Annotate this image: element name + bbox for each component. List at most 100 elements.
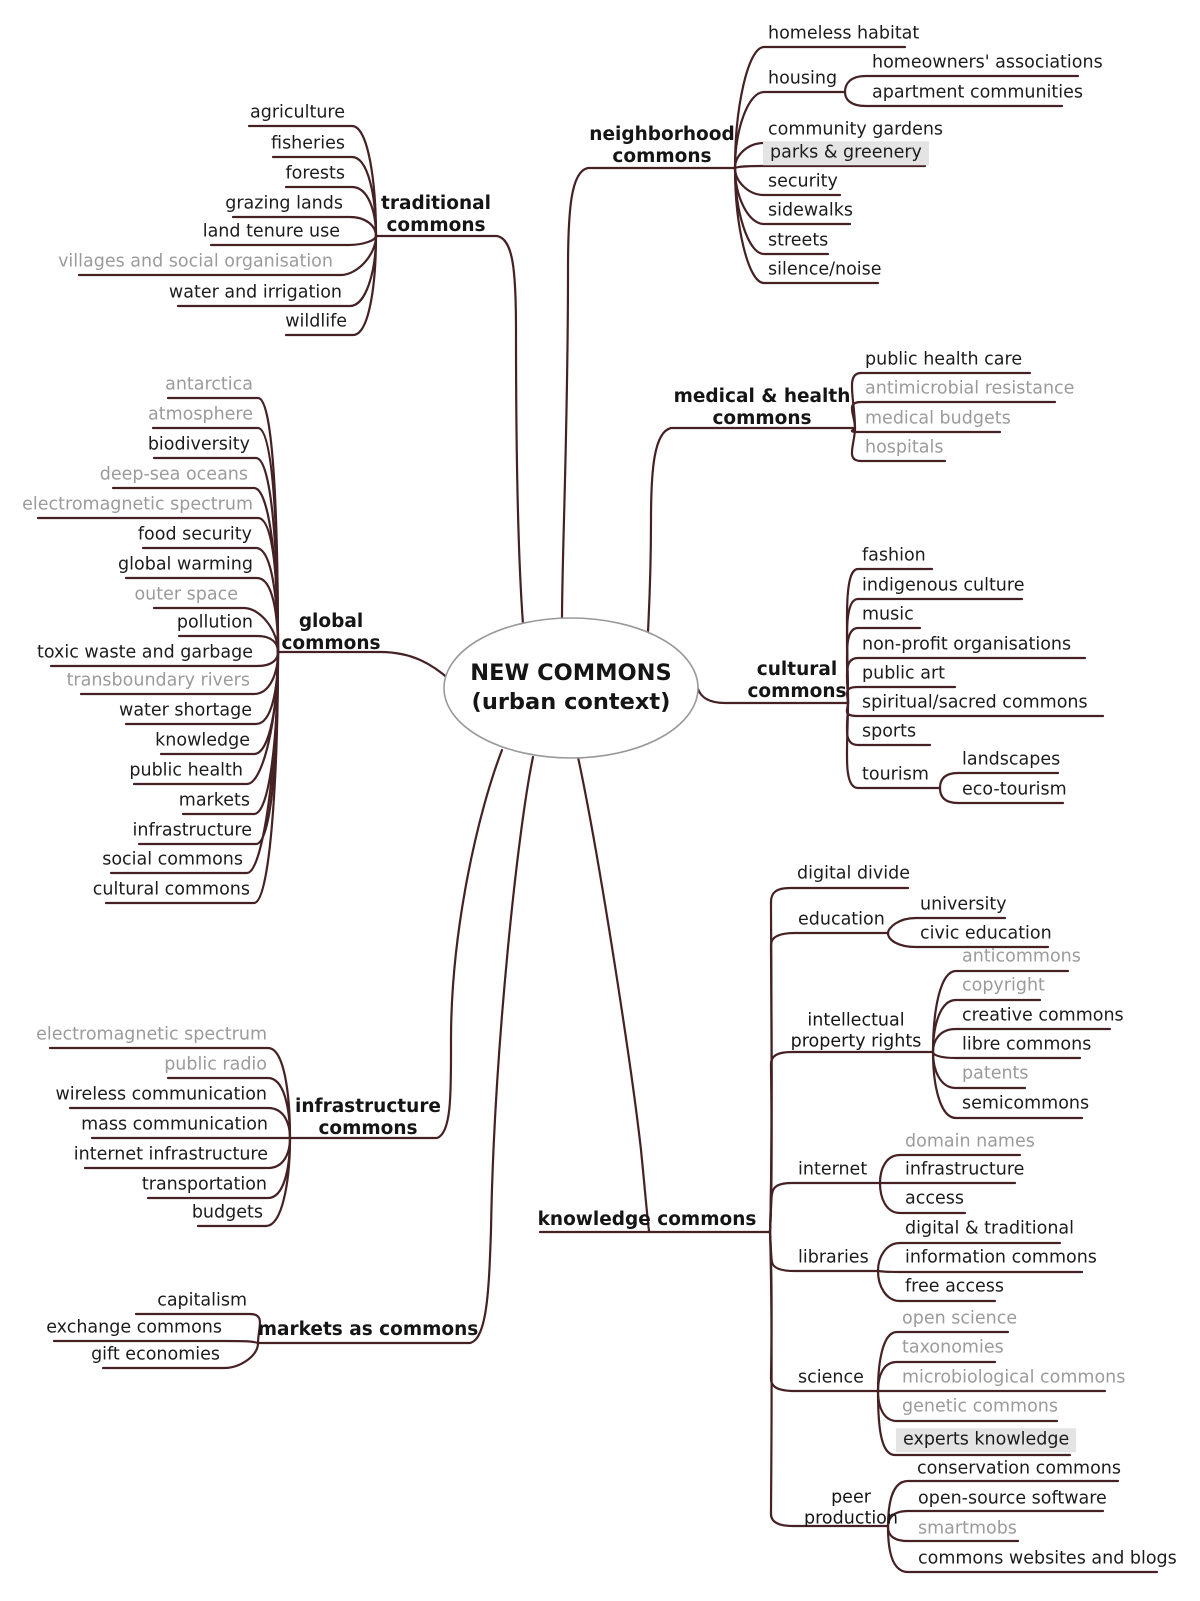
node-budgets: budgets [191,1202,263,1223]
node-indigenous-culture: indigenous culture [862,575,1025,596]
trunk-markets [256,755,535,1345]
node-education: education [798,909,885,930]
node-agriculture: agriculture [250,102,345,123]
node-university: university [920,894,1007,915]
node-open-science: open science [902,1308,1018,1329]
node-capitalism: capitalism [157,1290,247,1311]
node-non-profit-organisations: non-profit organisations [862,634,1072,655]
node-copyright: copyright [962,975,1045,996]
node-wireless-communication: wireless communication [55,1084,267,1105]
node-tourism: tourism [862,764,929,785]
node-open-source-software: open-source software [918,1488,1107,1509]
node-public-art: public art [862,663,945,684]
node-infrastructure-internet: infrastructure [905,1159,1025,1180]
node-water-shortage: water shortage [119,700,252,721]
node-free-access: free access [905,1276,1005,1297]
node-fashion: fashion [862,545,926,566]
node-electromagnetic-spectrum-global: electromagnetic spectrum [22,494,253,515]
trunk-infrastructure [288,748,504,1140]
node-public-health-care: public health care [865,349,1023,370]
node-medical-budgets: medical budgets [865,408,1011,429]
node-global-warming: global warming [118,554,253,575]
node-taxonomies: taxonomies [902,1337,1004,1358]
node-water-and-irrigation: water and irrigation [168,282,342,303]
node-libre-commons: libre commons [962,1034,1092,1055]
node-music: music [862,604,914,625]
node-gift-economies: gift economies [91,1344,220,1365]
central-title-line1: NEW COMMONS [470,659,672,686]
node-cultural-commons-global: cultural commons [92,879,250,900]
node-commons-websites-and-blogs: commons websites and blogs [918,1548,1177,1569]
node-knowledge: knowledge [155,730,250,751]
node-genetic-commons: genetic commons [902,1396,1058,1417]
node-patents: patents [962,1063,1029,1084]
node-civic-education: civic education [920,923,1052,944]
node-homeowners-associations: homeowners' associations [872,52,1103,73]
node-conservation-commons: conservation commons [917,1458,1122,1479]
node-information-commons: information commons [905,1247,1097,1268]
node-silence-noise: silence/noise [768,259,882,280]
node-grazing-lands: grazing lands [225,193,343,214]
central-node: NEW COMMONS (urban context) [470,659,671,718]
node-science: science [798,1367,864,1388]
trunk-medical [646,426,857,634]
node-exchange-commons: exchange commons [46,1317,222,1338]
node-atmosphere: atmosphere [148,404,253,425]
node-forests: forests [285,163,345,184]
node-sidewalks: sidewalks [768,200,854,221]
node-digital-and-traditional: digital & traditional [905,1218,1075,1239]
node-internet-infrastructure: internet infrastructure [73,1144,268,1165]
node-markets: markets [178,790,250,811]
node-community-gardens: community gardens [768,119,944,140]
trunk-global [276,650,452,682]
node-eco-tourism: eco-tourism [962,779,1067,800]
node-experts-knowledge: experts knowledge [896,1428,1077,1452]
node-creative-commons: creative commons [962,1005,1124,1026]
node-transportation: transportation [141,1174,267,1195]
node-pollution: pollution [176,612,253,633]
node-streets: streets [768,230,829,251]
node-apartment-communities: apartment communities [872,82,1084,103]
node-internet: internet [798,1159,868,1180]
node-public-radio: public radio [164,1054,267,1075]
node-domain-names: domain names [905,1131,1035,1152]
trunk-knowledge [576,755,651,1233]
node-digital-divide: digital divide [797,863,911,884]
node-sports: sports [862,721,917,742]
node-wildlife: wildlife [285,311,347,332]
node-deep-sea-oceans: deep-sea oceans [99,464,248,485]
node-electromagnetic-spectrum-infra: electromagnetic spectrum [36,1024,267,1045]
node-smartmobs: smartmobs [918,1518,1017,1539]
trunk-cultural [696,687,850,705]
node-access: access [905,1188,964,1209]
node-libraries: libraries [798,1247,869,1268]
node-toxic-waste-and-garbage: toxic waste and garbage [37,642,253,663]
node-transboundary-rivers: transboundary rivers [66,670,250,691]
node-homeless-habitat: homeless habitat [768,23,920,44]
node-landscapes: landscapes [962,749,1061,770]
node-housing: housing [768,68,838,89]
node-antimicrobial-resistance: antimicrobial resistance [865,378,1075,399]
branch-label-knowledge-commons: knowledge commons [537,1209,757,1231]
node-antarctica: antarctica [165,374,253,395]
node-public-health: public health [129,760,243,781]
node-microbiological-commons: microbiological commons [902,1367,1126,1388]
node-villages-and-social-organisation: villages and social organisation [58,251,333,272]
node-fisheries: fisheries [271,133,345,154]
node-outer-space: outer space [134,584,238,605]
trunk-neighborhood [560,166,737,622]
node-land-tenure-use: land tenure use [202,221,340,242]
node-spiritual-sacred-commons: spiritual/sacred commons [862,692,1088,713]
node-security: security [768,171,838,192]
central-title-line2: (urban context) [471,689,671,715]
